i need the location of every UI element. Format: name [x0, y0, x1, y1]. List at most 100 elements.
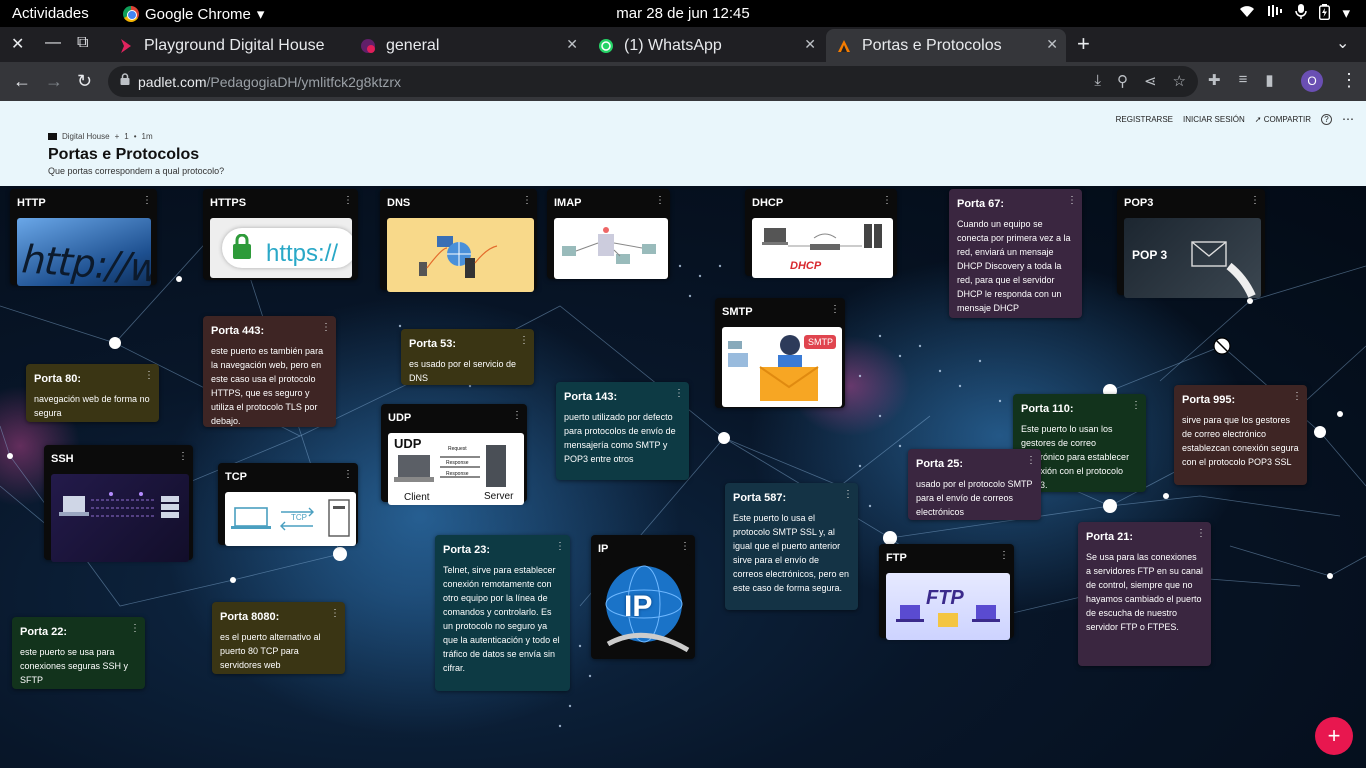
card-image[interactable]	[554, 218, 668, 280]
address-bar[interactable]: padlet.com/PedagogiaDH/ymlitfck2g8ktzrx …	[108, 66, 1198, 97]
extensions-puzzle-icon[interactable]: ✚	[1208, 72, 1221, 89]
bookmark-star-icon[interactable]: ☆	[1172, 73, 1186, 90]
like-icon[interactable]: +	[114, 132, 120, 141]
card-more-icon[interactable]: ⋮	[555, 541, 565, 552]
lock-icon[interactable]	[120, 73, 130, 88]
tab-close-icon[interactable]: ✕	[566, 36, 578, 52]
author-name[interactable]: Digital House	[62, 132, 110, 141]
card-porta-67[interactable]: Porta 67: ⋮ Cuando un equipo se conecta …	[949, 189, 1082, 318]
card-more-icon[interactable]: ⋮	[522, 195, 532, 206]
card-ip[interactable]: IP ⋮ IP	[591, 535, 695, 659]
side-panel-icon[interactable]: ▮	[1265, 72, 1274, 89]
card-imap[interactable]: IMAP ⋮	[547, 189, 670, 280]
card-more-icon[interactable]: ⋮	[843, 489, 853, 500]
card-porta-8080[interactable]: Porta 8080: ⋮ es el puerto alternativo a…	[212, 602, 345, 674]
card-more-icon[interactable]: ⋮	[1131, 400, 1141, 411]
card-more-icon[interactable]: ⋮	[519, 335, 529, 346]
card-more-icon[interactable]: ⋮	[343, 469, 353, 480]
card-image[interactable]: https://	[210, 218, 352, 279]
card-more-icon[interactable]: ⋮	[830, 304, 840, 315]
activities-button[interactable]: Actividades	[12, 5, 89, 22]
card-more-icon[interactable]: ⋮	[655, 195, 665, 206]
card-more-icon[interactable]: ⋮	[674, 388, 684, 399]
url-text[interactable]: padlet.com/PedagogiaDH/ymlitfck2g8ktzrx	[138, 74, 402, 90]
install-app-icon[interactable]: ⤓	[1094, 72, 1101, 89]
card-dhcp[interactable]: DHCP ⋮ DHCP	[745, 189, 897, 279]
window-minimize-icon[interactable]: —	[45, 34, 61, 51]
card-title: HTTP	[17, 197, 46, 209]
card-http[interactable]: HTTP ⋮ http://ww	[10, 189, 157, 287]
reading-list-icon[interactable]: ≡	[1238, 71, 1248, 88]
tab-playground[interactable]: Playground Digital House	[108, 29, 348, 62]
card-image[interactable]: TCP	[225, 492, 356, 547]
card-image[interactable]: FTP	[886, 573, 1010, 641]
card-image[interactable]: http://ww	[17, 218, 151, 287]
card-image[interactable]: SMTP	[722, 327, 842, 408]
more-options-icon[interactable]: ⋯	[1342, 112, 1354, 126]
card-more-icon[interactable]: ⋮	[882, 195, 892, 206]
card-more-icon[interactable]: ⋮	[321, 322, 331, 333]
card-more-icon[interactable]: ⋮	[142, 195, 152, 206]
card-udp[interactable]: UDP ⋮ UDP Request Response Response Clie…	[381, 404, 527, 506]
help-icon[interactable]: ?	[1321, 113, 1332, 125]
card-more-icon[interactable]: ⋮	[512, 410, 522, 421]
card-ftp[interactable]: FTP ⋮ FTP	[879, 544, 1014, 641]
app-menu[interactable]: Google Chrome ▾	[123, 5, 264, 23]
zoom-icon[interactable]: ⚲	[1116, 73, 1128, 90]
card-more-icon[interactable]: ⋮	[1196, 528, 1206, 539]
card-pop3[interactable]: POP3 ⋮ POP 3	[1117, 189, 1265, 299]
card-dns[interactable]: DNS ⋮	[380, 189, 537, 293]
share-icon[interactable]: ⋖	[1143, 73, 1157, 90]
tab-general[interactable]: general ✕	[350, 29, 586, 62]
register-button[interactable]: REGISTRARSE	[1115, 114, 1173, 124]
card-more-icon[interactable]: ⋮	[680, 541, 690, 552]
card-more-icon[interactable]: ⋮	[178, 451, 188, 462]
window-close-icon[interactable]: ✕	[11, 36, 25, 53]
card-porta-995[interactable]: Porta 995: ⋮ sirve para que los gestores…	[1174, 385, 1307, 485]
card-image[interactable]: UDP Request Response Response Client Ser…	[388, 433, 524, 506]
card-more-icon[interactable]: ⋮	[130, 623, 140, 634]
share-button[interactable]: ➚ COMPARTIR	[1254, 114, 1311, 124]
forward-arrow-icon[interactable]: →	[45, 71, 63, 91]
card-https[interactable]: HTTPS ⋮ https://	[203, 189, 358, 280]
card-smtp[interactable]: SMTP ⋮ SMTP	[715, 298, 845, 408]
profile-avatar[interactable]: O	[1301, 70, 1323, 92]
tab-close-icon[interactable]: ✕	[804, 36, 816, 52]
add-post-button[interactable]: +	[1315, 717, 1353, 755]
card-porta-80[interactable]: Porta 80: ⋮ navegación web de forma no s…	[26, 364, 159, 422]
card-image[interactable]: IP	[598, 564, 690, 659]
card-ssh[interactable]: SSH ⋮	[44, 445, 193, 563]
card-porta-22[interactable]: Porta 22: ⋮ este puerto se usa para cone…	[12, 617, 145, 689]
card-porta-53[interactable]: Porta 53: ⋮ es usado por el servicio de …	[401, 329, 534, 385]
new-tab-button[interactable]: +	[1077, 31, 1090, 56]
card-porta-443[interactable]: Porta 443: ⋮ este puerto es también para…	[203, 316, 336, 427]
system-tray[interactable]: ▾	[1239, 4, 1350, 24]
chrome-menu-icon[interactable]: ⋮	[1340, 70, 1358, 90]
card-porta-587[interactable]: Porta 587: ⋮ Este puerto lo usa el proto…	[725, 483, 858, 610]
card-image[interactable]: POP 3	[1124, 218, 1261, 299]
card-porta-143[interactable]: Porta 143: ⋮ puerto utilizado por defect…	[556, 382, 689, 480]
window-restore-icon[interactable]: ⧉	[77, 34, 89, 51]
tab-search-chevron-icon[interactable]: ⌄	[1336, 35, 1350, 52]
back-arrow-icon[interactable]: ←	[13, 71, 31, 91]
card-more-icon[interactable]: ⋮	[999, 550, 1009, 561]
card-more-icon[interactable]: ⋮	[1292, 391, 1302, 402]
card-more-icon[interactable]: ⋮	[343, 195, 353, 206]
card-porta-21[interactable]: Porta 21: ⋮ Se usa para las conexiones a…	[1078, 522, 1211, 666]
card-porta-25[interactable]: Porta 25: ⋮ usado por el protocolo SMTP …	[908, 449, 1041, 520]
tab-close-icon[interactable]: ✕	[1046, 36, 1058, 52]
card-image[interactable]: DHCP	[752, 218, 893, 279]
card-image[interactable]	[51, 474, 189, 563]
card-porta-23[interactable]: Porta 23: ⋮ Telnet, sirve para establece…	[435, 535, 570, 691]
tab-whatsapp[interactable]: (1) WhatsApp ✕	[588, 29, 824, 62]
card-more-icon[interactable]: ⋮	[1067, 195, 1077, 206]
login-button[interactable]: INICIAR SESIÓN	[1183, 114, 1245, 124]
card-image[interactable]	[387, 218, 534, 293]
reload-icon[interactable]: ↻	[77, 71, 93, 91]
card-more-icon[interactable]: ⋮	[144, 370, 154, 381]
tab-portas-protocolos[interactable]: Portas e Protocolos ✕	[826, 29, 1066, 62]
card-tcp[interactable]: TCP ⋮ TCP	[218, 463, 358, 547]
card-more-icon[interactable]: ⋮	[330, 608, 340, 619]
card-more-icon[interactable]: ⋮	[1026, 455, 1036, 466]
card-more-icon[interactable]: ⋮	[1250, 195, 1260, 206]
